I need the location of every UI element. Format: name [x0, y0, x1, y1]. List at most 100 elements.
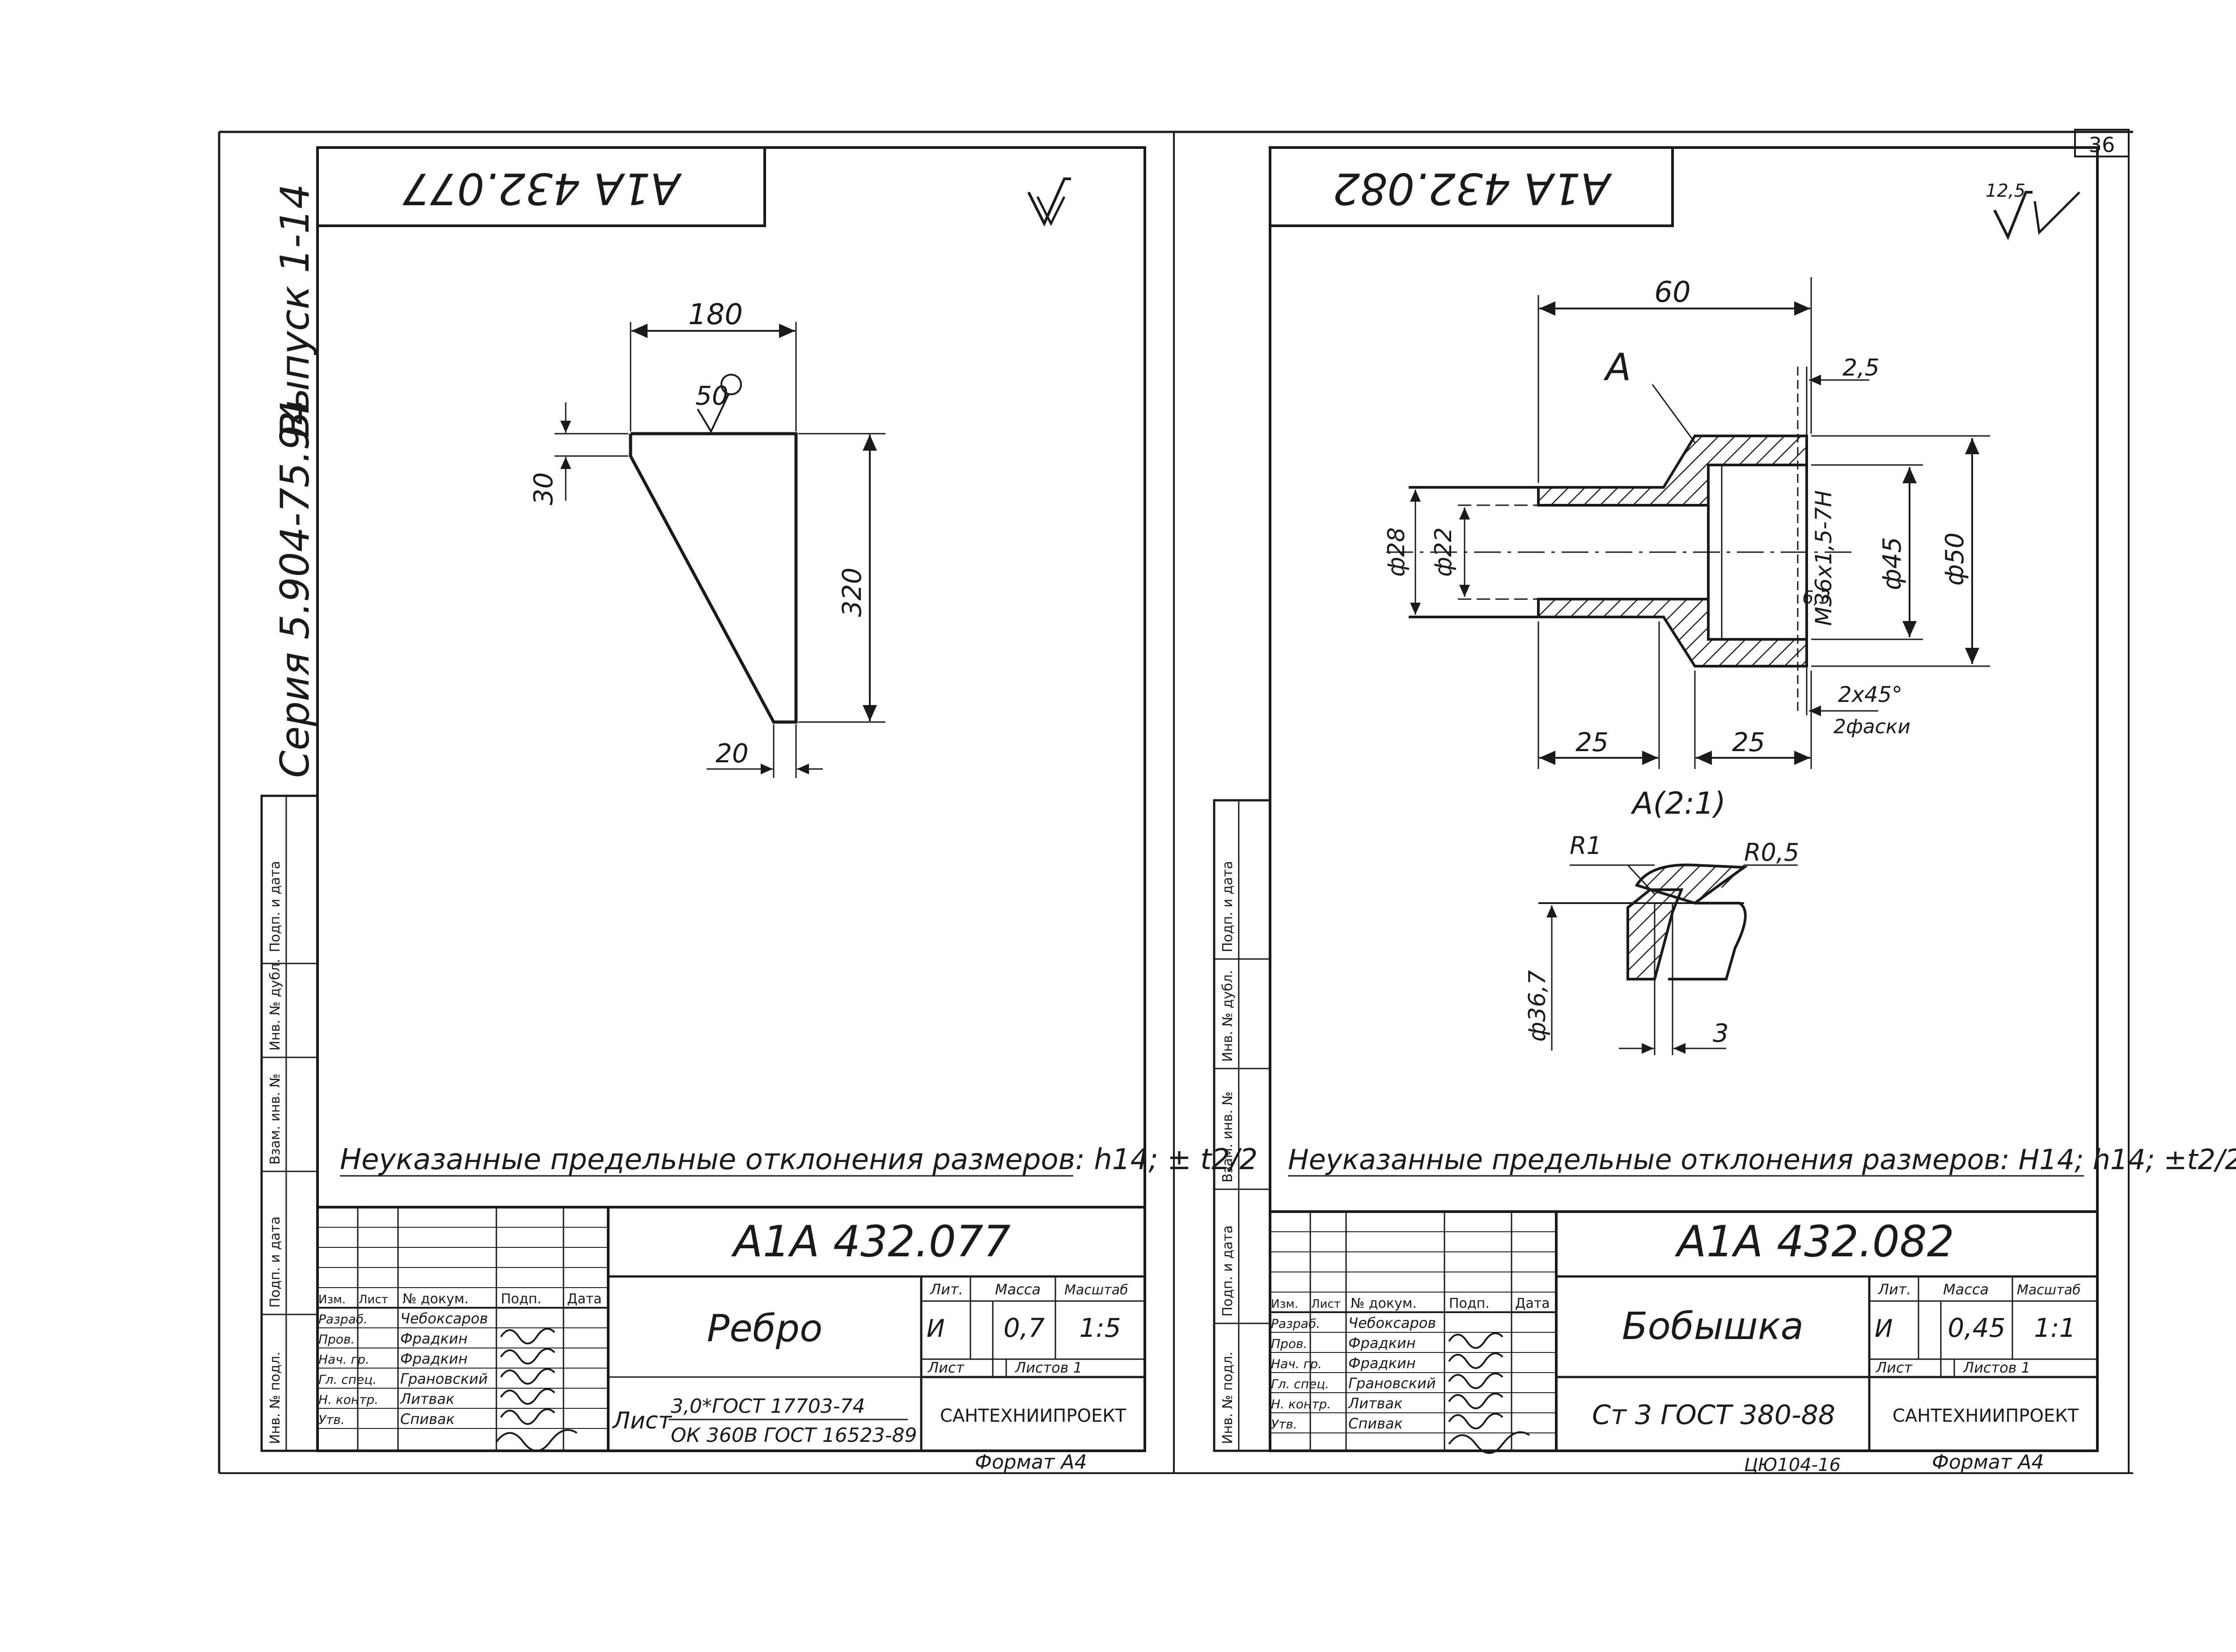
r-row3-role: Гл. спец.	[1271, 1377, 1329, 1391]
l-row0-name: Чебоксаров	[400, 1310, 488, 1327]
left-tolerance-note: Неуказанные предельные отклонения размер…	[340, 1143, 1258, 1176]
right-org: САНТЕХНИИПРОЕКТ	[1893, 1406, 2079, 1426]
r-side-3: Подп. и дата	[1220, 1225, 1236, 1317]
detail-a: А(2:1) ф36,7 R1 R0,5 3	[1524, 786, 1799, 1055]
right-mass: 0,45	[1948, 1313, 2005, 1343]
detail-r05: R0,5	[1744, 838, 1799, 866]
left-code-rotated: А1А 432.077	[402, 164, 682, 214]
thread-label: М36х1,5-7Н	[1811, 490, 1837, 626]
l-side-1: Инв. № дубл.	[267, 959, 283, 1051]
left-title-block: Изм. Лист № докум. Подп. Дата Разраб. Че…	[318, 1206, 1145, 1452]
r-row4-name: Литвак	[1348, 1395, 1403, 1412]
left-part-name: Ребро	[707, 1306, 823, 1350]
issue-label: Выпуск 1-14	[272, 184, 318, 438]
detail-label: А(2:1)	[1630, 786, 1726, 821]
l-row0-role: Разраб.	[318, 1312, 368, 1327]
detail-d36-7: ф36,7	[1524, 970, 1551, 1042]
series-label: Серия 5.904-75.94	[272, 400, 318, 778]
left-side-columns: Подп. и дата Инв. № дубл. Взам. инв. № П…	[260, 794, 319, 1452]
right-scale: 1:1	[2034, 1313, 2075, 1343]
chamfer: 2х45°	[1838, 682, 1902, 707]
left-mass: 0,7	[1004, 1313, 1045, 1343]
boss-section: 60 2,5 А ф28 ф22 М36х1,5-7Н 6,3 ф45	[1383, 276, 1990, 769]
page-number: 36	[2089, 133, 2115, 157]
l-side-4: Инв. № подл.	[267, 1352, 283, 1444]
dim-25-right: 25	[1732, 727, 1765, 757]
right-tolerance-note: Неуказанные предельные отклонения размер…	[1288, 1143, 2236, 1176]
r-side-1: Инв. № дубл.	[1220, 970, 1236, 1062]
view-a: А	[1603, 345, 1631, 389]
dim-d22: ф22	[1430, 527, 1457, 577]
left-title-code: А1А 432.077	[731, 1217, 1011, 1267]
l-side-2: Взам. инв. №	[267, 1073, 283, 1165]
left-lit: И	[927, 1314, 944, 1343]
left-format: Формат А4	[975, 1451, 1087, 1474]
right-code-rotated: А1А 432.082	[1333, 164, 1613, 214]
right-title-block: Изм. Лист № докум. Подп. Дата Разраб. Че…	[1270, 1210, 2097, 1454]
r-row4-role: Н. контр.	[1271, 1397, 1331, 1411]
r-row1-name: Фрадкин	[1348, 1335, 1416, 1352]
right-part-name: Бобышка	[1622, 1304, 1804, 1348]
rib-part: 180 50 30 320 20	[528, 298, 885, 778]
l-col-list: Лист	[359, 1293, 388, 1306]
right-material: Ст 3 ГОСТ 380-88	[1592, 1399, 1835, 1431]
r-col-list: Лист	[1311, 1297, 1341, 1311]
dim-180: 180	[688, 298, 743, 331]
right-footer-code: ЦЮ104-16	[1744, 1455, 1841, 1475]
l-row4-role: Н. контр.	[318, 1392, 378, 1407]
l-side-0: Подп. и дата	[267, 861, 283, 952]
l-col-date: Дата	[567, 1291, 602, 1307]
left-sheet-label: Лист	[927, 1359, 965, 1376]
l-row3-role: Гл. спец.	[318, 1372, 377, 1387]
outer-frame: 36	[218, 129, 2133, 1474]
left-hdr-mass: Масса	[995, 1281, 1041, 1298]
l-col-izm: Изм.	[318, 1293, 346, 1306]
l-side-3: Подп. и дата	[267, 1217, 283, 1308]
dim-30: 30	[528, 472, 559, 505]
l-row2-role: Нач. гр.	[318, 1352, 369, 1367]
r-row3-name: Грановский	[1348, 1375, 1436, 1392]
right-sheet-label: Лист	[1876, 1359, 1913, 1376]
detail-d3: 3	[1713, 1019, 1729, 1048]
right-side-columns: Подп. и дата Инв. № дубл. Взам. инв. № П…	[1213, 799, 1271, 1452]
chamfer-count: 2фаски	[1834, 715, 1910, 738]
l-row1-role: Пров.	[318, 1332, 355, 1347]
left-hdr-scale: Масштаб	[1064, 1282, 1128, 1298]
right-sheets-label: Листов 1	[1963, 1359, 2030, 1376]
r-row0-role: Разраб.	[1271, 1316, 1320, 1331]
r-row0-name: Чебоксаров	[1348, 1314, 1436, 1331]
left-scale: 1:5	[1079, 1313, 1121, 1343]
dim-25-left: 25	[1575, 727, 1609, 757]
r-row2-name: Фрадкин	[1348, 1355, 1416, 1372]
r-col-sign: Подп.	[1449, 1296, 1490, 1311]
r-side-0: Подп. и дата	[1220, 861, 1236, 952]
dim-d45: ф45	[1878, 537, 1907, 590]
r-col-izm: Изм.	[1271, 1297, 1298, 1311]
right-format: Формат А4	[1932, 1451, 2044, 1474]
left-material-2: ОК 360В ГОСТ 16523-89	[671, 1424, 917, 1447]
l-row5-name: Спивак	[400, 1411, 455, 1428]
left-sheets-label: Листов 1	[1015, 1359, 1082, 1376]
dim-6-3: 6,3	[1802, 587, 1831, 608]
right-title-code: А1А 432.082	[1674, 1217, 1954, 1267]
r-row1-role: Пров.	[1271, 1336, 1307, 1351]
l-row2-name: Фрадкин	[400, 1350, 468, 1367]
r-col-date: Дата	[1515, 1296, 1550, 1311]
right-hdr-lit: Лит.	[1878, 1281, 1911, 1298]
right-sheet: А1А 432.082 12,5	[1213, 146, 2236, 1475]
l-row1-name: Фрадкин	[400, 1330, 468, 1347]
r-side-2: Взам. инв. №	[1220, 1091, 1236, 1183]
l-row5-role: Утв.	[318, 1412, 345, 1427]
left-material-1: 3,0*ГОСТ 17703-74	[671, 1395, 865, 1418]
dim-d50: ф50	[1940, 532, 1969, 586]
l-row3-name: Грановский	[400, 1370, 488, 1387]
l-row4-name: Литвак	[400, 1390, 455, 1407]
left-hdr-lit: Лит.	[930, 1281, 963, 1298]
dim-60: 60	[1654, 276, 1690, 309]
r-row2-role: Нач. гр.	[1271, 1356, 1322, 1371]
r-side-4: Инв. № подл.	[1220, 1352, 1236, 1444]
right-roughness: 12,5	[1986, 181, 2025, 201]
right-hdr-scale: Масштаб	[2017, 1282, 2081, 1298]
dim-320: 320	[837, 567, 867, 617]
